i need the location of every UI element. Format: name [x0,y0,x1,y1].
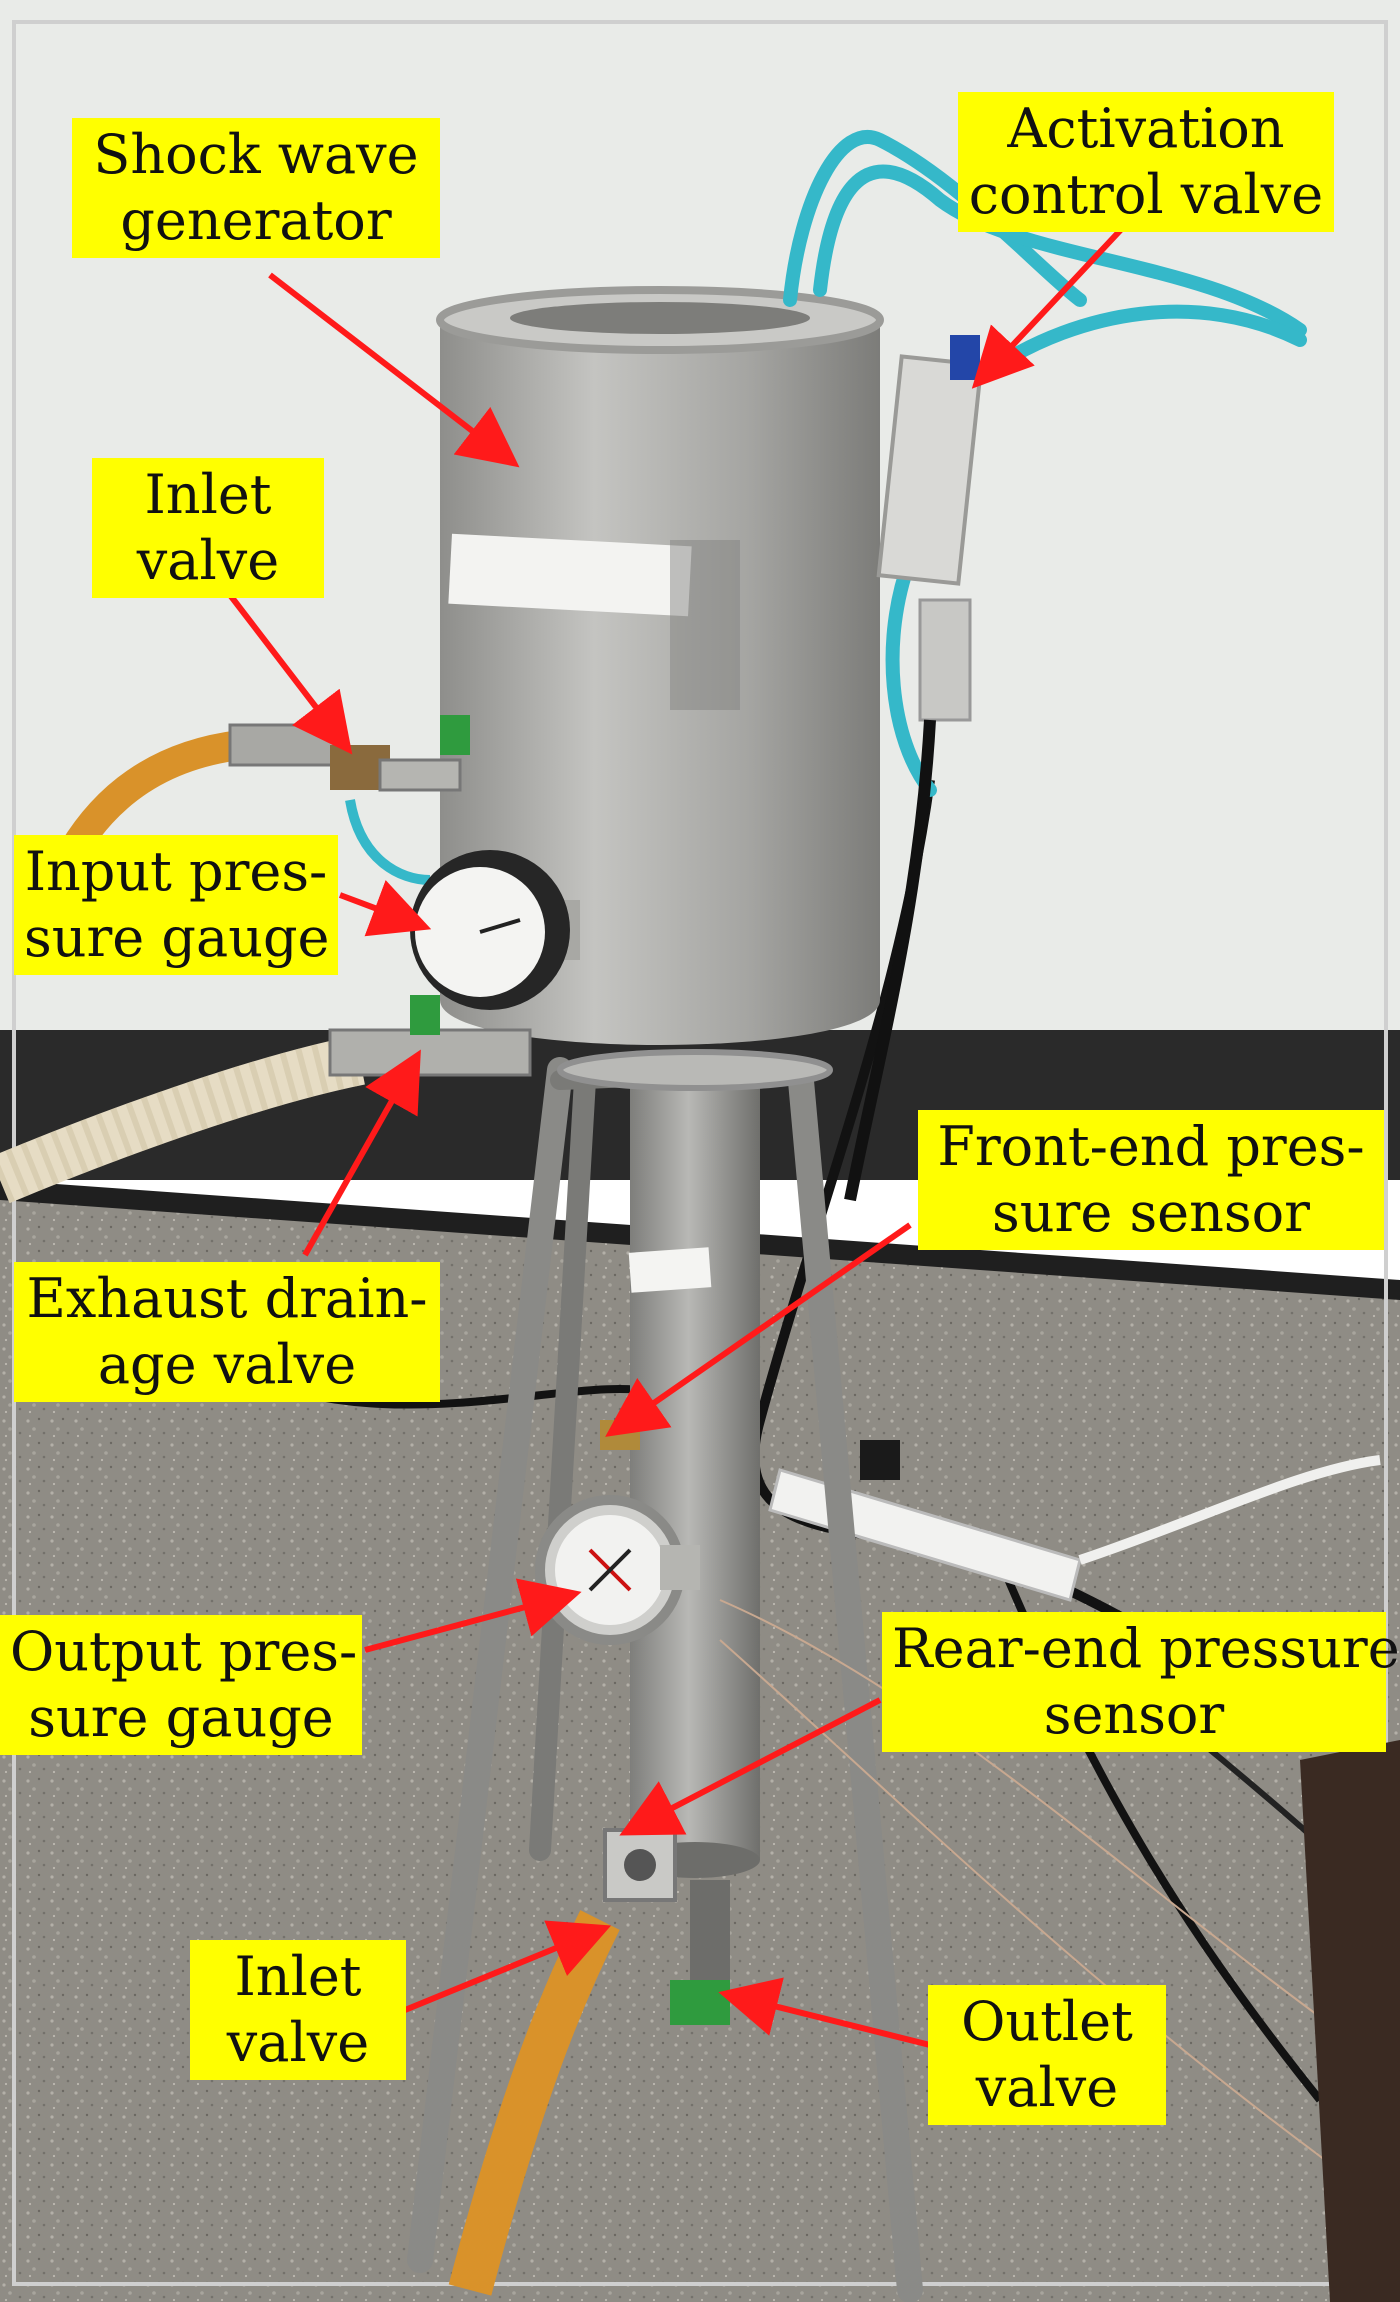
arrow-outlet-valve [718,1977,951,2053]
arrow-inlet-valve-top [227,593,353,755]
input-gauge-shape [410,850,580,1010]
arrow-output-pressure-gauge [364,1578,582,1653]
arrow-front-end-pressure-sensor [605,1222,912,1437]
lower-pipe [628,1060,760,1878]
valve-block [844,335,984,1202]
label-inlet-valve-bottom: Inlet valve [190,1940,406,2080]
exhaust-fittings [328,995,532,1077]
label-exhaust-drainage-valve: Exhaust drain- age valve [14,1262,440,1402]
arrow-input-pressure-gauge [338,880,432,937]
arrow-inlet-valve-bottom [403,1920,612,2013]
label-output-pressure-gauge: Output pres- sure gauge [0,1615,362,1755]
label-shock-wave-generator: Shock wave generator [72,118,440,258]
label-outlet-valve: Outlet valve [928,1985,1166,2125]
label-activation-control-valve: Activation control valve [958,92,1334,232]
arrow-shock-wave-generator [268,272,520,468]
arrow-rear-end-pressure-sensor [619,1697,882,1836]
label-front-end-pressure-sensor: Front-end pres- sure sensor [918,1110,1384,1250]
cylinder [436,286,884,1091]
label-rear-end-pressure-sensor: Rear-end pressure sensor [882,1612,1400,1752]
arrow-exhaust-drainage-valve [302,1049,421,1257]
arrow-activation-control-valve [971,217,1133,389]
output-gauge-shape [535,1495,700,1645]
label-input-pressure-gauge: Input pres- sure gauge [14,835,338,975]
label-inlet-valve-top: Inlet valve [92,458,324,598]
